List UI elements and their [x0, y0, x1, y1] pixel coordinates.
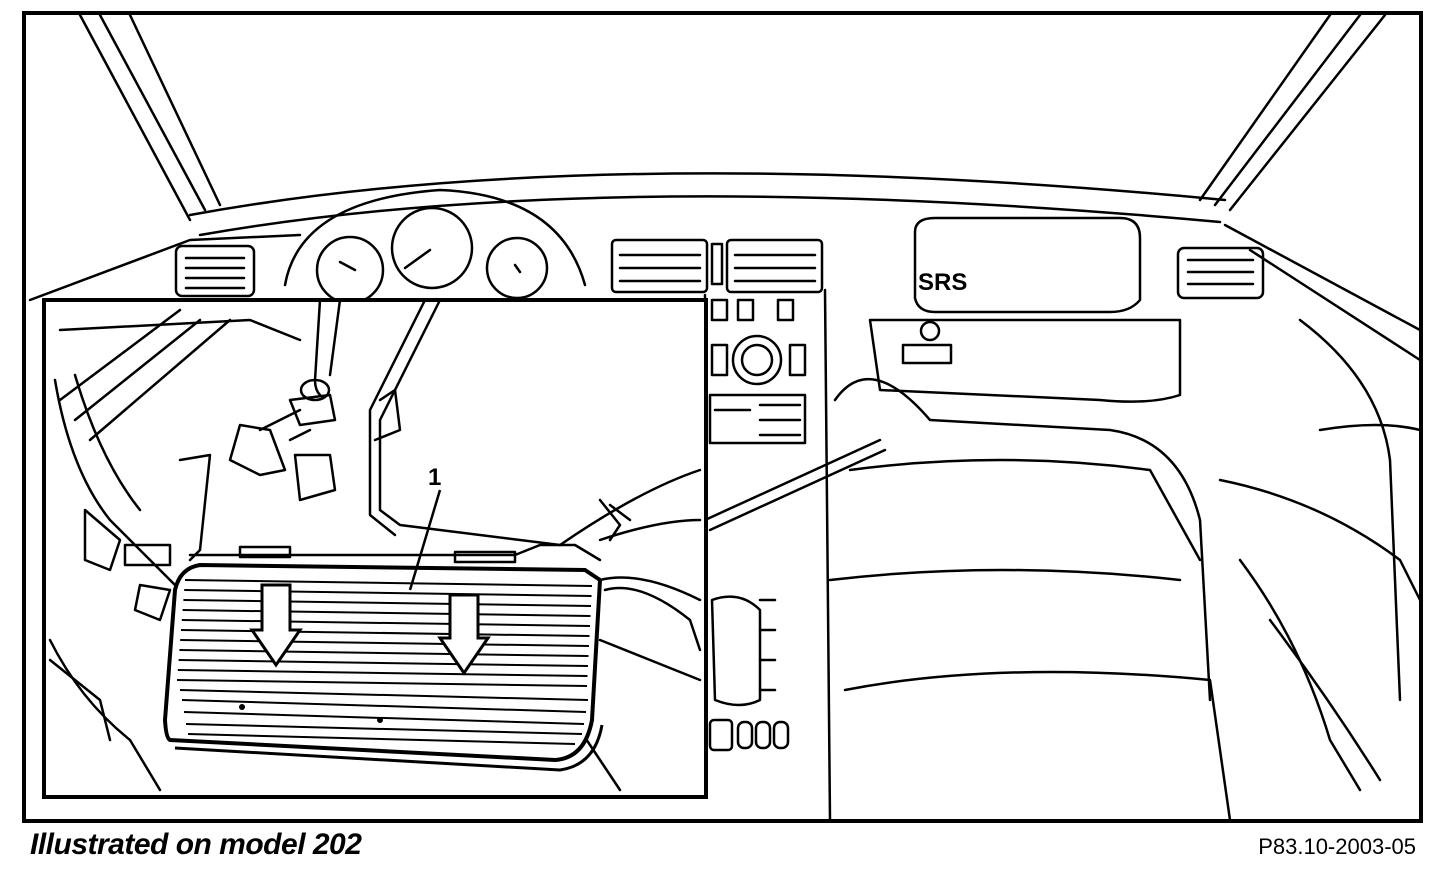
filter-pleat-line	[181, 619, 591, 627]
callout-1-leader	[408, 489, 442, 591]
filter-pleat-line	[182, 609, 591, 617]
srs-marking: SRS	[918, 269, 967, 296]
filter-pleat-line	[176, 679, 588, 687]
inset-detail-box: 1	[42, 298, 708, 799]
car-interior-lineart	[28, 13, 1422, 822]
filter-pleat-line	[183, 599, 592, 607]
filter-pleat-line	[184, 579, 593, 587]
callout-1-label: 1	[428, 464, 441, 491]
arrow-right-icon	[437, 593, 491, 676]
filter-pleat-line	[179, 649, 589, 657]
filter-pleat-line	[180, 639, 590, 647]
filter-pleat-line	[177, 669, 588, 677]
model-note-caption: Illustrated on model 202	[30, 828, 362, 861]
filter-pleat-line	[180, 629, 590, 637]
filter-element	[162, 562, 604, 772]
figure-id-caption: P83.10-2003-05	[1258, 834, 1416, 859]
arrow-left-icon	[249, 583, 303, 668]
filter-pleats	[176, 579, 593, 687]
filter-pleat-line	[178, 659, 589, 667]
figure-frame	[22, 11, 1423, 823]
filter-pleat-line	[184, 589, 592, 597]
